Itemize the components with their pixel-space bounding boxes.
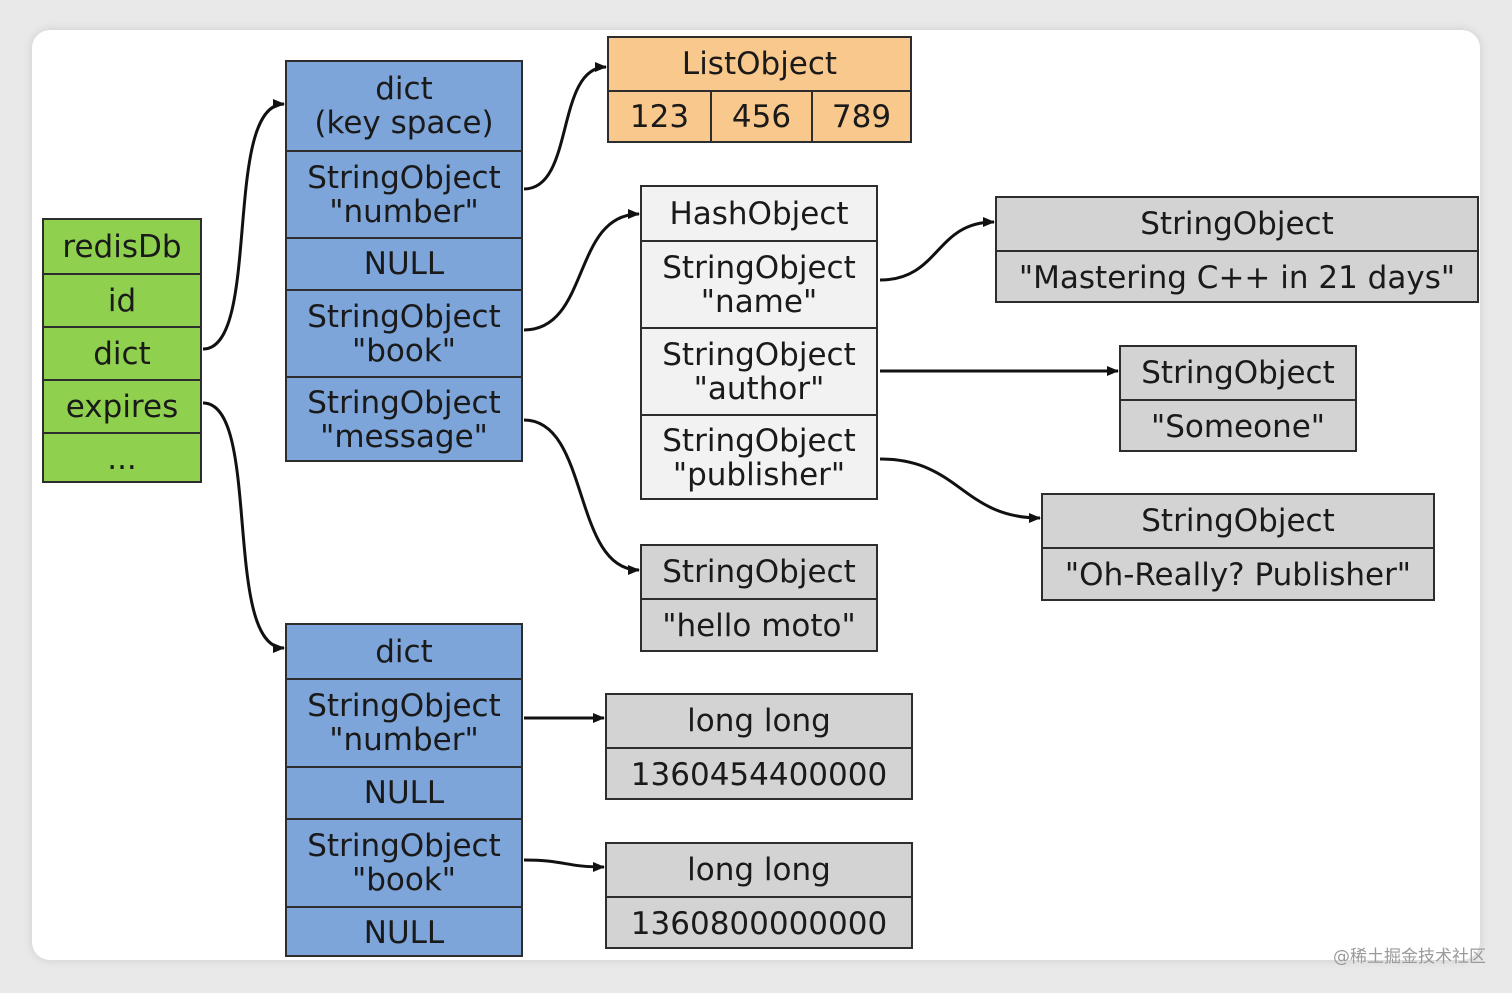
hash-object: HashObject StringObject"name" StringObje… <box>640 185 878 500</box>
redisdb-title: redisDb <box>62 228 182 265</box>
arrow-publisher-to-string <box>879 457 1041 523</box>
string-object-value: "Mastering C++ in 21 days" <box>997 250 1477 303</box>
redisdb-field-dict: dict <box>44 326 200 379</box>
redisdb-struct: redisDb id dict expires ... <box>42 218 202 483</box>
expires-key-book: StringObject"book" <box>287 818 521 906</box>
string-object-author-value: StringObject "Someone" <box>1119 345 1357 452</box>
expires-null-1: NULL <box>287 766 521 818</box>
arrow-book-to-hash <box>523 209 640 332</box>
list-object-title: ListObject <box>681 46 838 82</box>
long-long-title: long long <box>687 852 831 888</box>
string-object-value: "hello moto" <box>642 598 876 652</box>
string-object-name-value: StringObject "Mastering C++ in 21 days" <box>995 196 1479 303</box>
arrow-name-to-string <box>879 217 995 282</box>
list-item-1: 123 <box>629 98 690 135</box>
keyspace-key-number: StringObject"number" <box>287 150 521 237</box>
hash-field-author: StringObject"author" <box>642 327 876 414</box>
expires-header: dict <box>375 633 433 670</box>
string-object-message-value: StringObject "hello moto" <box>640 544 878 652</box>
string-object-title: StringObject <box>1141 355 1335 391</box>
string-object-publisher-value: StringObject "Oh-Really? Publisher" <box>1041 493 1435 601</box>
redisdb-field-ellipsis: ... <box>44 432 200 483</box>
long-long-number-expiry: long long 1360454400000 <box>605 693 913 800</box>
string-object-title: StringObject <box>1140 206 1334 242</box>
redisdb-field-id: id <box>44 273 200 326</box>
keyspace-null: NULL <box>287 237 521 289</box>
list-item-2: 456 <box>710 92 811 141</box>
list-object: ListObject 123 456 789 <box>607 36 912 143</box>
long-long-value: 1360454400000 <box>607 747 911 800</box>
arrow-number-to-list <box>523 62 607 191</box>
string-object-value: "Someone" <box>1121 399 1355 452</box>
arrow-dict-to-keyspace <box>202 99 285 351</box>
keyspace-key-message: StringObject"message" <box>287 376 521 462</box>
list-item-3: 789 <box>811 92 910 141</box>
hash-object-title: HashObject <box>669 195 849 232</box>
string-object-value: "Oh-Really? Publisher" <box>1043 547 1433 601</box>
watermark: @稀土掘金技术社区 <box>1333 947 1486 967</box>
long-long-book-expiry: long long 1360800000000 <box>605 842 913 949</box>
string-object-title: StringObject <box>662 554 856 590</box>
keyspace-dict: dict(key space) StringObject"number" NUL… <box>285 60 523 462</box>
arrow-book-to-longlong <box>523 858 605 872</box>
hash-field-publisher: StringObject"publisher" <box>642 414 876 500</box>
long-long-value: 1360800000000 <box>607 896 911 949</box>
arrow-message-to-string <box>523 418 640 575</box>
long-long-title: long long <box>687 703 831 739</box>
expires-key-number: StringObject"number" <box>287 678 521 766</box>
keyspace-header: dict(key space) <box>314 71 494 141</box>
expires-null-2: NULL <box>287 906 521 957</box>
expires-dict: dict StringObject"number" NULL StringObj… <box>285 623 523 957</box>
string-object-title: StringObject <box>1141 503 1335 539</box>
arrow-expires-to-expires-dict <box>202 401 285 653</box>
keyspace-key-book: StringObject"book" <box>287 289 521 376</box>
hash-field-name: StringObject"name" <box>642 240 876 327</box>
redisdb-field-expires: expires <box>44 379 200 432</box>
